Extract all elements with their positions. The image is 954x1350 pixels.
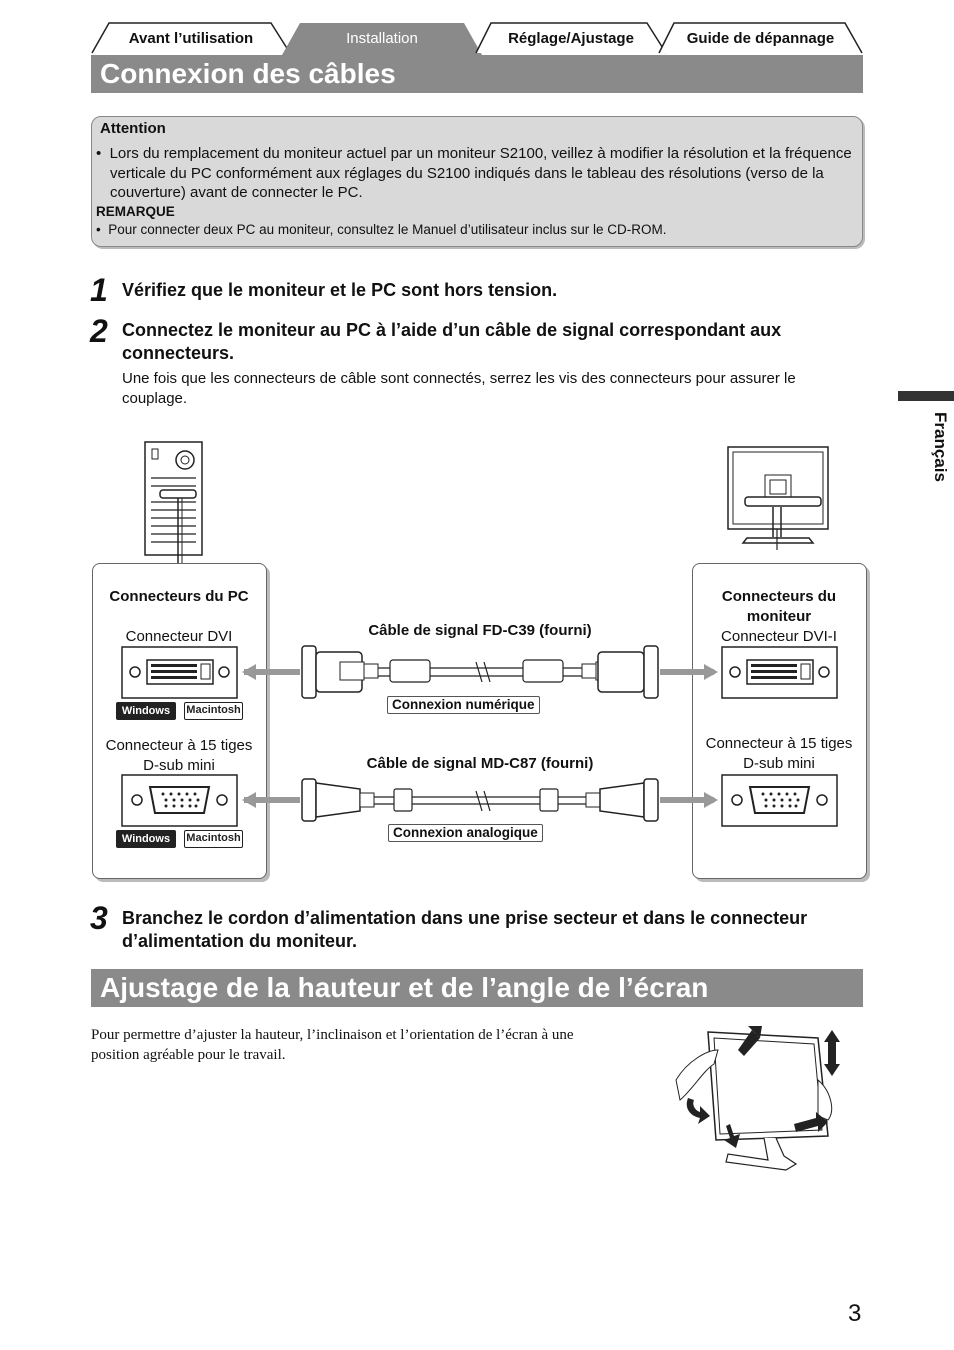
- attention-title: Attention: [100, 120, 166, 137]
- monitor-dvi-connector-icon: [721, 646, 838, 699]
- macintosh-badge: Macintosh: [184, 830, 243, 848]
- pc-dvi-connector-icon: [121, 646, 238, 699]
- windows-badge: Windows: [116, 702, 176, 720]
- tab-installation[interactable]: Installation: [282, 22, 482, 55]
- step-3-number: 3: [90, 900, 108, 936]
- tab-shape: [475, 22, 667, 54]
- remark-text: Pour connecter deux PC au moniteur, cons…: [108, 222, 667, 237]
- monitor-dsub-connector-icon: [721, 774, 838, 827]
- tab-label: Guide de dépannage: [686, 29, 835, 47]
- tab-shape: [91, 22, 291, 54]
- section-title-ajustage: Ajustage de la hauteur et de l’angle de …: [91, 969, 863, 1007]
- dsub-cable-icon: [242, 778, 718, 822]
- attention-bullet-text: Lors du remplacement du moniteur actuel …: [109, 145, 852, 202]
- monitor-connectors-title: Connecteurs du moniteur: [721, 588, 837, 625]
- pc-connectors-title: Connecteurs du PC: [109, 588, 249, 605]
- digital-connection-label: Connexion numérique: [387, 696, 540, 714]
- language-side-tab: [898, 391, 954, 401]
- language-label: Français: [931, 412, 950, 482]
- step-2-text: Connectez le moniteur au PC à l’aide d’u…: [122, 320, 782, 363]
- step-3-text: Branchez le cordon d’alimentation dans u…: [122, 908, 808, 951]
- attention-bullet: • Lors du remplacement du moniteur actue…: [96, 145, 852, 202]
- tab-reglage-ajustage[interactable]: Réglage/Ajustage: [475, 22, 667, 54]
- monitor-adjustment-icon: [675, 1026, 840, 1171]
- tab-shape: [282, 23, 482, 55]
- step-1-text: Vérifiez que le moniteur et le PC sont h…: [122, 280, 558, 300]
- step-2-subtext: Une fois que les connecteurs de câble so…: [122, 370, 796, 407]
- pc-tower-icon: [144, 441, 203, 565]
- pc-dsub-label: Connecteur à 15 tiges D-sub mini: [105, 737, 253, 774]
- tab-label: Avant l’utilisation: [128, 29, 254, 47]
- analog-cable-label: Câble de signal MD-C87 (fourni): [366, 755, 594, 772]
- section-title-connexion: Connexion des câbles: [91, 55, 863, 93]
- macintosh-badge: Macintosh: [184, 702, 243, 720]
- step-2-number: 2: [90, 313, 108, 349]
- tab-label: Réglage/Ajustage: [508, 29, 634, 47]
- pc-dsub-connector-icon: [121, 774, 238, 827]
- tab-avant-utilisation[interactable]: Avant l’utilisation: [91, 22, 291, 54]
- windows-badge: Windows: [116, 830, 176, 848]
- dvi-cable-icon: [242, 645, 718, 699]
- monitor-dsub-label: Connecteur à 15 tiges D-sub mini: [705, 735, 853, 772]
- remark-bullet: • Pour connecter deux PC au moniteur, co…: [96, 222, 667, 237]
- remark-title: REMARQUE: [96, 204, 175, 219]
- tab-label: Installation: [346, 29, 418, 47]
- step-1-number: 1: [90, 272, 108, 308]
- attention-box: Attention • Lors du remplacement du moni…: [91, 116, 863, 247]
- tab-guide-depannage[interactable]: Guide de dépannage: [658, 22, 863, 54]
- tab-shape: [658, 22, 863, 54]
- digital-cable-label: Câble de signal FD-C39 (fourni): [368, 622, 592, 639]
- ajustage-body-text: Pour permettre d’ajuster la hauteur, l’i…: [91, 1027, 574, 1063]
- pc-dvi-label: Connecteur DVI: [125, 628, 233, 645]
- analog-connection-label: Connexion analogique: [388, 824, 543, 842]
- page-number: 3: [848, 1300, 862, 1327]
- monitor-icon: [727, 446, 829, 550]
- monitor-dvi-label: Connecteur DVI-I: [721, 628, 837, 645]
